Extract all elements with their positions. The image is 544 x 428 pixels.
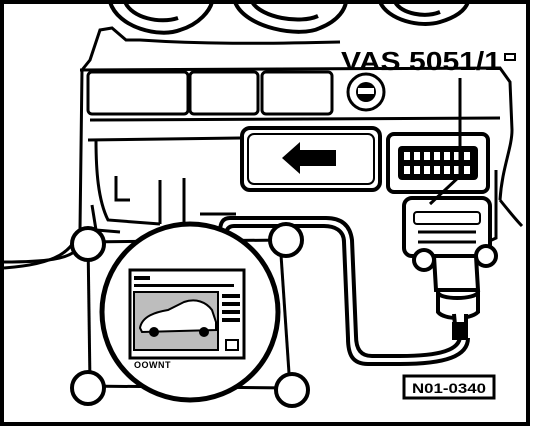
diagnostic-socket xyxy=(386,132,490,194)
car-icon xyxy=(138,299,217,334)
outer-frame xyxy=(0,0,530,426)
tester-detail-callout: OOWNT xyxy=(70,221,310,408)
device-label-vas: VAS 5051/1 xyxy=(341,46,501,76)
label-mark xyxy=(504,53,516,61)
callout-corner-top-left xyxy=(70,226,106,262)
dashboard-trim-details xyxy=(114,176,236,224)
diagnostic-plug-connector xyxy=(402,196,498,340)
dashboard-vent-slots xyxy=(86,70,334,116)
dashboard-knob xyxy=(346,72,386,112)
callout-corner-bottom-left xyxy=(70,370,106,406)
figure-id-text: N01-0340 xyxy=(412,380,486,396)
instrument-cluster-gauges xyxy=(108,0,470,35)
diagnostic-cable xyxy=(218,216,470,366)
label-leader-line xyxy=(428,78,462,206)
direction-arrow-panel xyxy=(240,126,382,192)
callout-corner-top-right xyxy=(268,222,304,258)
tester-screen-caption: OOWNT xyxy=(134,360,171,370)
callout-corner-bottom-right xyxy=(274,372,310,408)
left-arrow-icon xyxy=(282,142,336,174)
tester-screen xyxy=(128,268,246,360)
figure-id-box: N01-0340 xyxy=(402,374,496,400)
dashboard-body xyxy=(3,26,524,270)
